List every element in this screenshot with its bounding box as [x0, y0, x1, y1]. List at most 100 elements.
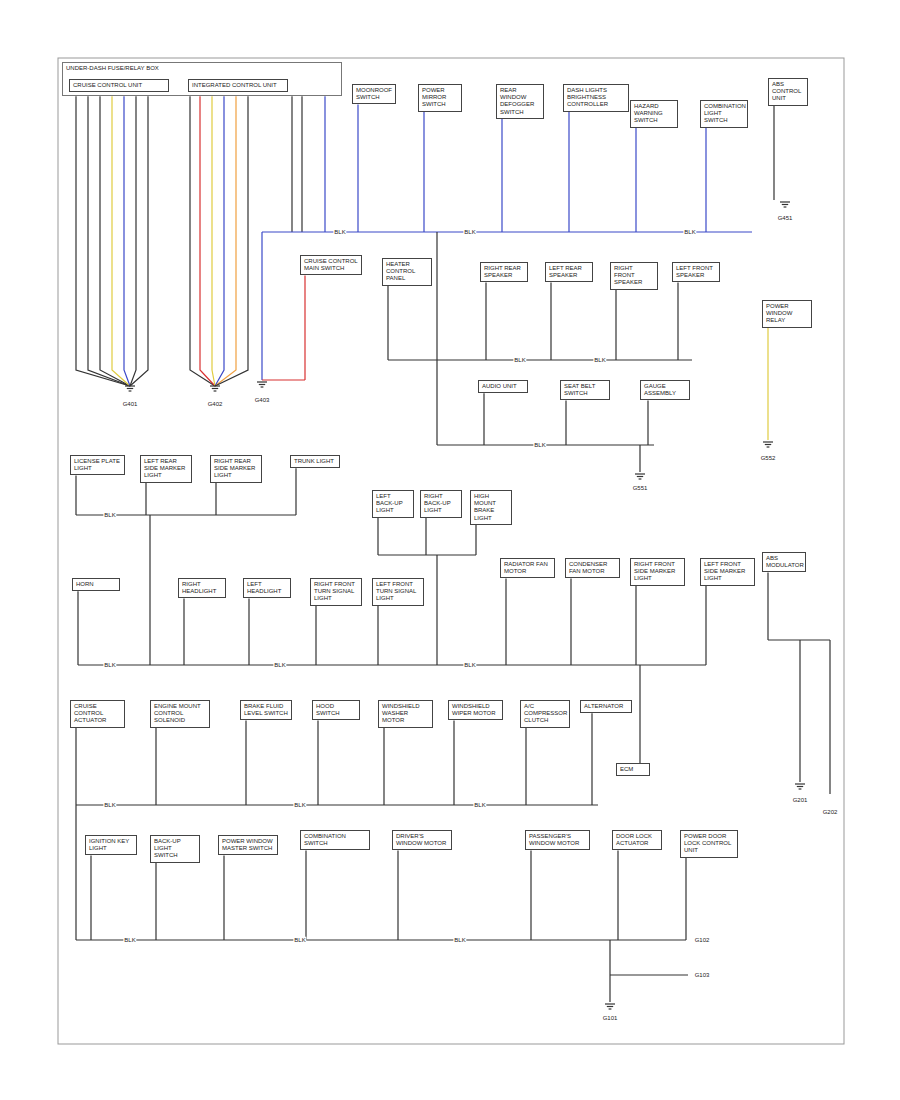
- ground-wire: [215, 96, 248, 386]
- component-name: HIGH MOUNT BRAKE LIGHT: [474, 493, 508, 522]
- component-name: LEFT REAR SIDE MARKER LIGHT: [144, 458, 188, 480]
- component-name: PASSENGER'S WINDOW MOTOR: [529, 833, 586, 847]
- wire-color-label: BLK: [463, 229, 476, 236]
- frame: [58, 58, 844, 1044]
- ground-bus: [436, 232, 437, 445]
- ground-symbol: [609, 1008, 612, 1009]
- ground-wire: [215, 96, 236, 386]
- ground-wire: [75, 475, 76, 515]
- ground-bus: [610, 974, 688, 975]
- component-name: ABS CONTROL UNIT: [772, 81, 804, 103]
- component-name: REAR WINDOW DEFOGGER SWITCH: [500, 87, 540, 116]
- component-box: CRUISE CONTROL MAIN SWITCH: [300, 255, 362, 275]
- ground-wire: [317, 720, 318, 805]
- ground-bus: [799, 640, 800, 782]
- component-name: INTEGRATED CONTROL UNIT: [192, 82, 284, 89]
- ground-symbol: [127, 388, 133, 389]
- ground-label: G103: [694, 972, 711, 979]
- component-box: DRIVER'S WINDOW MOTOR: [392, 830, 452, 850]
- component-box: HOOD SWITCH: [312, 700, 360, 720]
- component-name: UNDER-DASH FUSE/RELAY BOX: [66, 65, 338, 72]
- ground-wire: [100, 96, 130, 386]
- ground-wire: [215, 483, 216, 515]
- ground-symbol: [257, 381, 267, 382]
- component-box: CONDENSER FAN MOTOR: [565, 558, 620, 578]
- wire-color-label: BLK: [103, 512, 116, 519]
- component-name: LEFT REAR SPEAKER: [549, 265, 589, 279]
- ground-bus: [262, 379, 305, 380]
- ground-wire: [130, 96, 136, 386]
- component-name: CRUISE CONTROL ACTUATOR: [74, 703, 121, 725]
- component-box: BACK-UP LIGHT SWITCH: [150, 835, 200, 863]
- component-box: AUDIO UNIT: [478, 380, 528, 393]
- component-box: RIGHT FRONT SIDE MARKER LIGHT: [630, 558, 685, 586]
- ground-wire: [112, 96, 130, 386]
- component-box: PASSENGER'S WINDOW MOTOR: [525, 830, 590, 850]
- ground-wire: [705, 586, 706, 665]
- ground-wire: [90, 855, 91, 940]
- component-name: TRUNK LIGHT: [294, 458, 336, 465]
- ground-wire: [425, 518, 426, 555]
- ground-wire: [383, 728, 384, 805]
- component-box: COMBINATION SWITCH: [300, 830, 370, 850]
- component-box: POWER WINDOW MASTER SWITCH: [218, 835, 278, 855]
- component-name: RIGHT FRONT SIDE MARKER LIGHT: [634, 561, 681, 583]
- component-box: LEFT BACK-UP LIGHT: [372, 490, 414, 518]
- ground-bus: [388, 359, 692, 360]
- wire-color-label: BLK: [333, 229, 346, 236]
- component-name: HEATER CONTROL PANEL: [386, 261, 428, 283]
- wire-color-label: BLK: [273, 662, 286, 669]
- ground-wire: [76, 96, 130, 386]
- ground-wire: [635, 586, 636, 665]
- component-name: POWER MIRROR SWITCH: [422, 87, 458, 109]
- ground-wire: [475, 525, 476, 555]
- ground-bus: [436, 555, 437, 665]
- component-box: ABS MODULATOR: [762, 552, 806, 572]
- ground-wire: [75, 728, 76, 805]
- ground-wire: [685, 858, 686, 940]
- ground-wire: [525, 728, 526, 805]
- ground-wire: [291, 96, 292, 232]
- ground-wire: [130, 96, 148, 386]
- ground-wire: [505, 578, 506, 665]
- ground-wire: [155, 728, 156, 805]
- component-name: POWER WINDOW MASTER SWITCH: [222, 838, 274, 852]
- ground-symbol: [784, 206, 787, 207]
- component-name: POWER DOOR LOCK CONTROL UNIT: [684, 833, 734, 855]
- ground-wire: [212, 96, 215, 386]
- component-box: LEFT REAR SPEAKER: [545, 262, 593, 282]
- component-name: LICENSE PLATE LIGHT: [74, 458, 121, 472]
- ground-wire: [145, 483, 146, 515]
- component-box: SEAT BELT SWITCH: [560, 380, 610, 400]
- component-name: WINDSHIELD WASHER MOTOR: [382, 703, 429, 725]
- component-name: IGNITION KEY LIGHT: [89, 838, 133, 852]
- component-box: LEFT FRONT SPEAKER: [672, 262, 720, 282]
- component-box: MOONROOF SWITCH: [352, 84, 396, 104]
- ground-wire: [387, 286, 388, 360]
- component-name: ECM: [620, 766, 646, 773]
- component-box: BRAKE FLUID LEVEL SWITCH: [240, 700, 292, 720]
- component-name: DRIVER'S WINDOW MOTOR: [396, 833, 448, 847]
- ground-label: G402: [207, 401, 224, 408]
- ground-wire: [295, 468, 296, 515]
- ground-symbol: [635, 473, 645, 474]
- ground-wire: [223, 855, 224, 940]
- ground-symbol: [782, 204, 788, 205]
- ground-wire: [245, 720, 246, 805]
- ground-wire: [301, 96, 302, 232]
- component-name: LEFT HEADLIGHT: [247, 581, 287, 595]
- ground-wire: [530, 850, 531, 940]
- ground-wire: [615, 290, 616, 360]
- component-box: ECM: [616, 763, 650, 776]
- wires: [76, 96, 830, 1009]
- ground-wire: [453, 720, 454, 805]
- ground-wire: [773, 106, 774, 200]
- component-name: ABS MODULATOR: [766, 555, 802, 569]
- ground-wire: [397, 850, 398, 940]
- wire-color-label: BLK: [293, 802, 306, 809]
- component-name: AUDIO UNIT: [482, 383, 524, 390]
- component-name: BRAKE FLUID LEVEL SWITCH: [244, 703, 288, 717]
- component-name: DASH LIGHTS BRIGHTNESS CONTROLLER: [567, 87, 625, 109]
- wire-color-label: BLK: [683, 229, 696, 236]
